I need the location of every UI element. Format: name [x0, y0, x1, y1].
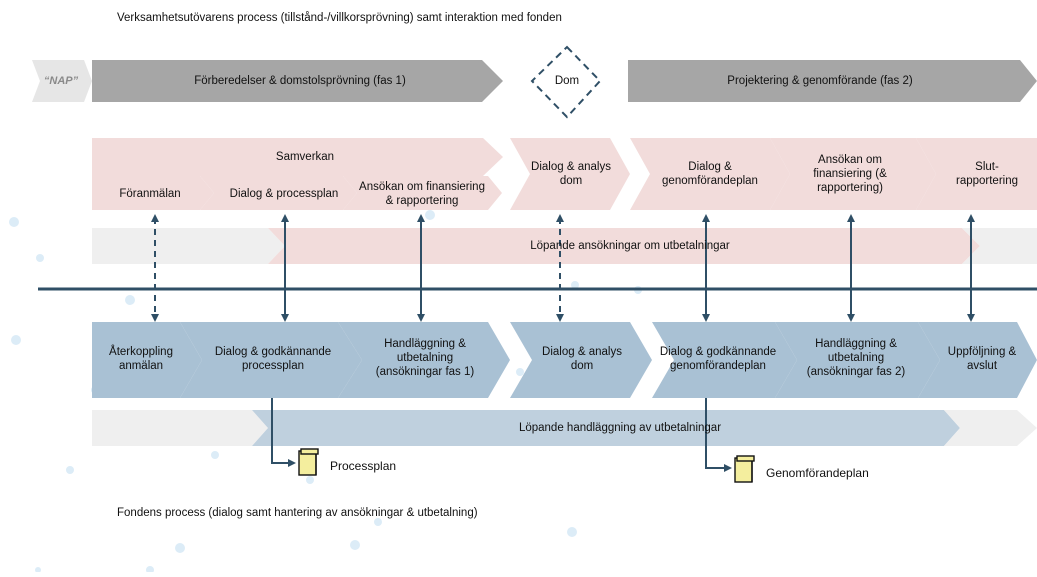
dialog-genomforandeplan-label: Dialog & genomförandeplan: [662, 161, 758, 187]
dialog-analys-lower-arrow: [510, 322, 652, 398]
dialog-analys-lower-label: Dialog & analys dom: [542, 346, 622, 372]
phase2-label: Projektering & genomförande (fas 2): [727, 75, 913, 87]
godkannande-genomforandeplan-label: Dialog & godkännande genomförandeplan: [659, 346, 777, 372]
aterkoppling-label: Återkoppling anmälan: [109, 346, 173, 372]
handlaggning-fas1-arrow: [338, 322, 510, 398]
bottom-process-title: Fondens process (dialog samt hantering a…: [117, 507, 478, 519]
phase1-arrow: [92, 60, 503, 102]
aterkoppling-arrow: [92, 322, 202, 398]
lopande-ansokningar-label: Löpande ansökningar om utbetalningar: [530, 240, 730, 252]
foranmalan-arrow: [92, 176, 214, 210]
lopande-ansokningar-right: [962, 228, 1037, 264]
samverkan-arrow: [92, 138, 503, 176]
connector-processplan: [271, 398, 296, 467]
dialog-processplan-arrow: [200, 176, 357, 210]
ansokan-fas1-arrow: [343, 176, 502, 210]
phase2-arrow: [628, 60, 1037, 102]
ansokan-fas2-arrow: [770, 138, 936, 210]
lopande-handlaggning-right: [944, 410, 1037, 446]
dialog-processplan-label: Dialog & processplan: [229, 188, 339, 200]
uppfoljning-arrow: [918, 322, 1037, 398]
godkannande-processplan-label: Dialog & godkännande processplan: [214, 346, 332, 372]
dom-label: Dom: [554, 75, 580, 87]
top-process-title: Verksamhetsutövarens process (tillstånd-…: [117, 12, 562, 24]
godkannande-processplan-arrow: [180, 322, 362, 398]
handlaggning-fas2-label: Handläggning & utbetalning (ansökningar …: [806, 338, 906, 378]
nap-arrow: [32, 60, 92, 102]
connector-genomforandeplan: [705, 398, 732, 472]
phase1-label: Förberedelser & domstolsprövning (fas 1): [194, 75, 406, 87]
samverkan-label: Samverkan: [275, 151, 335, 163]
handlaggning-fas2-arrow: [775, 322, 940, 398]
slutrapportering-arrow: [916, 138, 1037, 210]
lopande-ansokningar-left: [92, 228, 285, 264]
handlaggning-fas1-label: Handläggning & utbetalning (ansökningar …: [375, 338, 475, 378]
lopande-ansokningar-band: [268, 228, 980, 264]
lopande-handlaggning-left: [92, 410, 268, 446]
dialog-analys-upper-arrow: [510, 138, 630, 210]
slutrapportering-label: Slut-rapportering: [955, 161, 1018, 187]
genomforandeplan-doc-label: Genomförandeplan: [766, 466, 869, 480]
ansokan-fas1-label: Ansökan om finansiering & rapportering: [359, 181, 485, 207]
document-icon: [734, 455, 755, 483]
processplan-doc-label: Processplan: [330, 459, 397, 473]
nap-label: “NAP”: [43, 75, 79, 87]
ansokan-fas2-label: Ansökan om finansiering (& rapportering): [813, 154, 887, 194]
lopande-handlaggning-band: [252, 410, 960, 446]
dialog-genomforandeplan-arrow: [630, 138, 790, 210]
dom-diamond-icon: [530, 45, 602, 119]
uppfoljning-label: Uppföljning & avslut: [947, 346, 1017, 372]
foranmalan-label: Föranmälan: [119, 188, 181, 200]
godkannande-genomforandeplan-arrow: [652, 322, 797, 398]
interaction-arrows: [151, 214, 975, 472]
dialog-analys-upper-label: Dialog & analys dom: [531, 161, 611, 187]
lopande-handlaggning-label: Löpande handläggning av utbetalningar: [518, 422, 722, 434]
document-icon: [298, 448, 319, 476]
